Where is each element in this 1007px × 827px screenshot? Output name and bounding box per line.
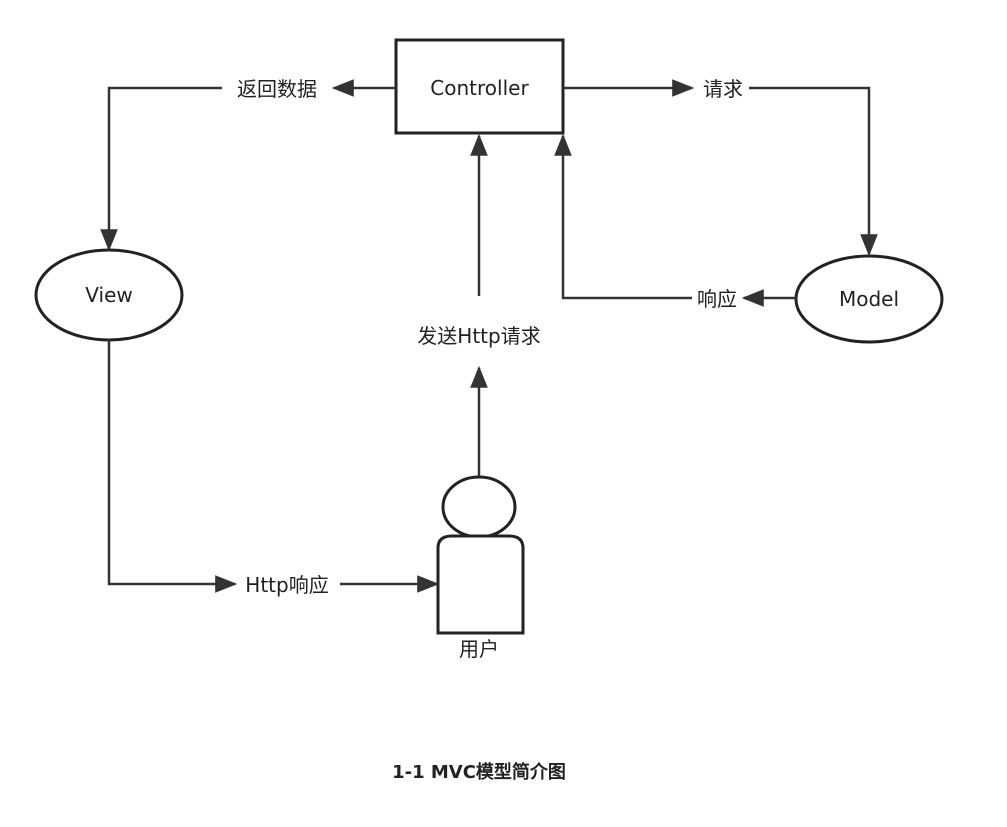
user-node: 用户	[436, 475, 525, 661]
edge-label-response: 响应	[697, 287, 737, 311]
view-node: View	[34, 248, 184, 342]
model-label: Model	[839, 287, 899, 311]
edge-label-request: 请求	[703, 77, 743, 101]
model-node: Model	[794, 254, 944, 344]
edge-return-data: 返回数据	[100, 77, 396, 252]
edge-label-return-data: 返回数据	[237, 77, 317, 101]
controller-label: Controller	[430, 76, 529, 100]
controller-node: Controller	[394, 38, 565, 135]
user-icon	[436, 475, 525, 635]
view-label: View	[85, 283, 132, 307]
user-label: 用户	[459, 637, 499, 661]
edge-request: 请求	[563, 77, 878, 257]
edge-label-http-response: Http响应	[245, 573, 328, 597]
edge-response: 响应	[554, 133, 796, 311]
figure-caption: 1-1 MVC模型简介图	[392, 761, 566, 783]
edge-http-response: Http响应	[107, 340, 440, 597]
edge-label-send-http-request: 发送Http请求	[417, 324, 540, 348]
edge-send-http-request: 发送Http请求	[417, 133, 541, 476]
